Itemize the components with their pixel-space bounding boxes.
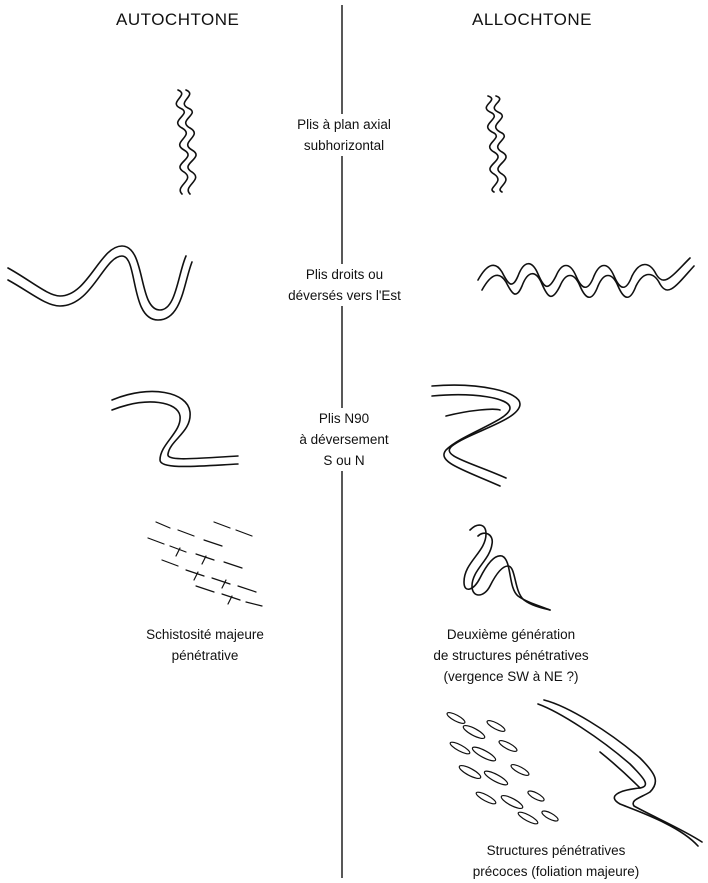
header-autochtone: AUTOCHTONE	[116, 10, 239, 30]
caption-second-generation: Deuxième génération de structures pénétr…	[416, 624, 606, 687]
caption-schistosity: Schistosité majeure pénétrative	[130, 624, 280, 666]
schistosity-marks-sketch	[148, 522, 262, 606]
early-structures-lenses-sketch	[446, 711, 560, 826]
allochtone-recumbent-fold-sketch	[486, 96, 506, 192]
allochtone-n90-fold-sketch	[432, 385, 520, 486]
caption-early-structures-line1: Structures pénétratives	[456, 840, 656, 861]
caption-schistosity-line2: pénétrative	[130, 645, 280, 666]
caption-second-generation-line3: (vergence SW à NE ?)	[416, 666, 606, 687]
early-structures-fold-sketch	[538, 700, 702, 846]
autochtone-recumbent-fold-sketch	[176, 90, 196, 194]
row3-label-line3: S ou N	[285, 450, 403, 471]
caption-second-generation-line1: Deuxième génération	[416, 624, 606, 645]
header-allochtone: ALLOCHTONE	[472, 10, 592, 30]
caption-second-generation-line2: de structures pénétratives	[416, 645, 606, 666]
autochtone-n90-fold-sketch	[112, 391, 238, 466]
row1-label-line2: subhorizontal	[273, 135, 415, 156]
row2-label-line2: déversés vers l'Est	[272, 285, 417, 306]
caption-early-structures: Structures pénétratives précoces (foliat…	[456, 840, 656, 882]
row3-label-line1: Plis N90	[285, 408, 403, 429]
row1-label: Plis à plan axial subhorizontal	[271, 114, 417, 156]
caption-early-structures-line2: précoces (foliation majeure)	[456, 861, 656, 882]
row1-label-line1: Plis à plan axial	[273, 114, 415, 135]
caption-schistosity-line1: Schistosité majeure	[130, 624, 280, 645]
row3-label-line2: à déversement	[285, 429, 403, 450]
autochtone-upright-fold-sketch	[8, 246, 192, 320]
row2-label: Plis droits ou déversés vers l'Est	[270, 264, 419, 306]
row3-label: Plis N90 à déversement S ou N	[283, 408, 405, 471]
second-generation-fold-sketch	[464, 525, 550, 610]
allochtone-tight-folds-sketch	[478, 258, 694, 297]
row2-label-line1: Plis droits ou	[272, 264, 417, 285]
